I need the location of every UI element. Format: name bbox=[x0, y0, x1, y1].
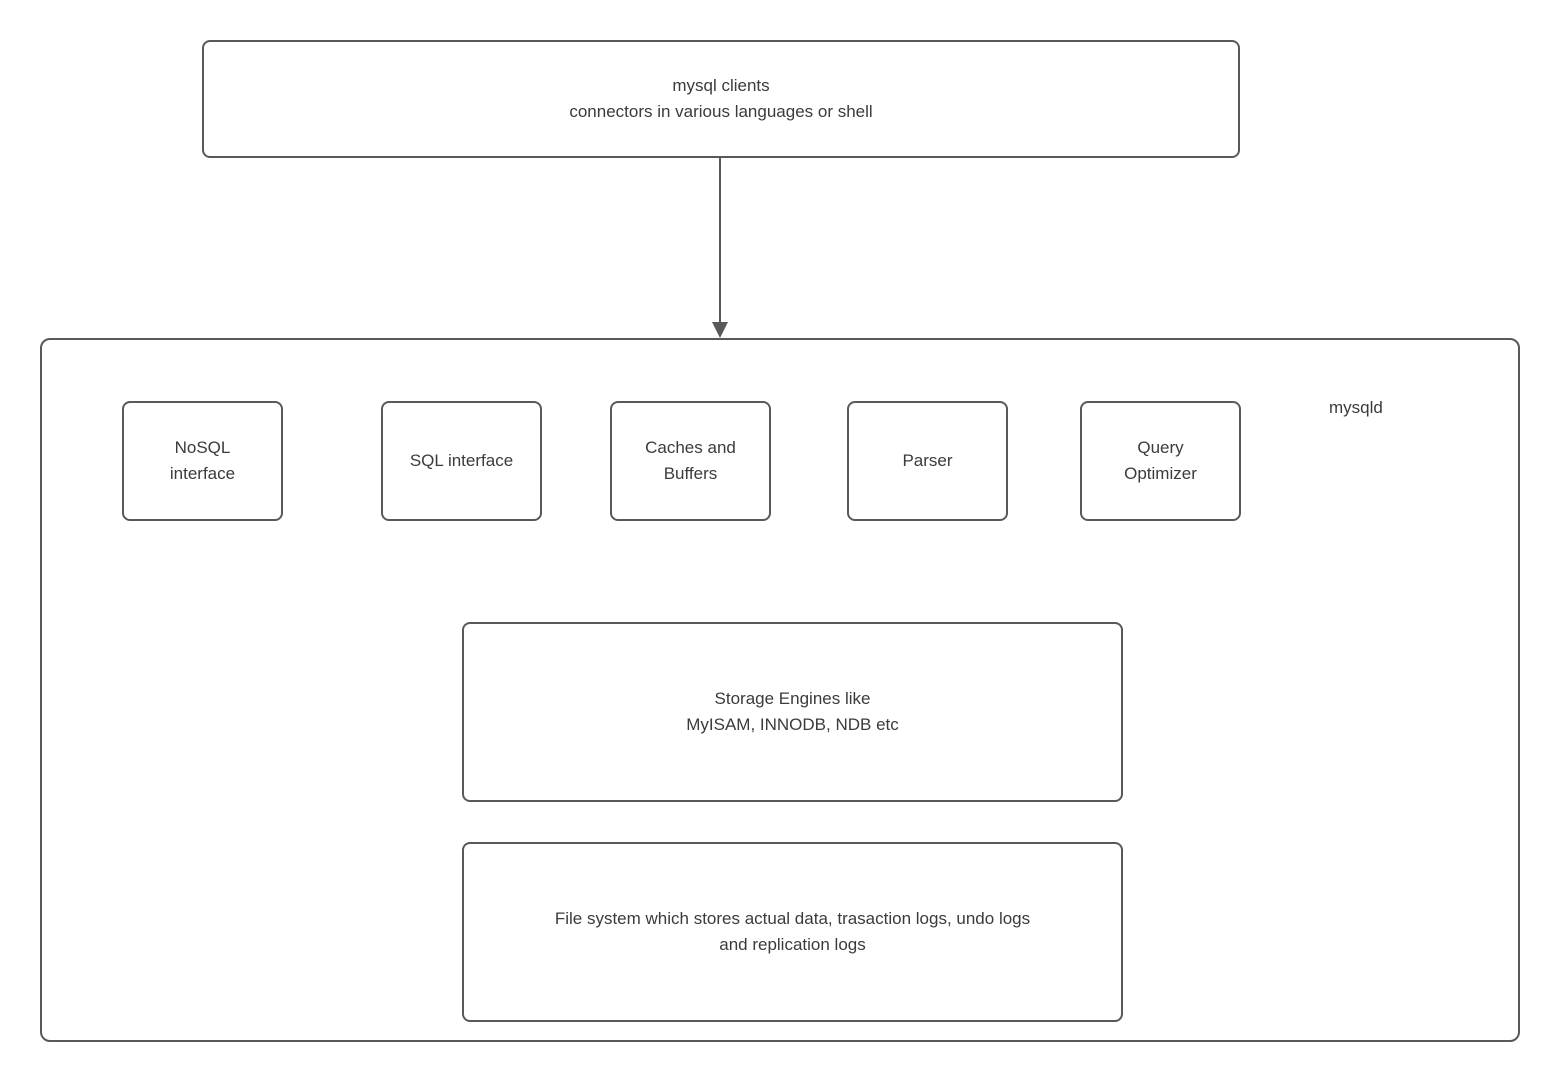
node-file-system-label: File system which stores actual data, tr… bbox=[554, 908, 1031, 954]
node-file-system: File system which stores actual data, tr… bbox=[462, 842, 1123, 1022]
container-mysqld-label: mysqld bbox=[1329, 398, 1383, 417]
node-mysql-clients-label: mysql clients connectors in various lang… bbox=[569, 75, 873, 121]
node-nosql-interface-label: NoSQL interface bbox=[169, 437, 236, 483]
node-mysql-clients: mysql clients connectors in various lang… bbox=[202, 40, 1240, 158]
connector-line bbox=[719, 158, 721, 324]
connector-arrowhead-icon bbox=[712, 322, 728, 338]
node-parser-label: Parser bbox=[902, 450, 953, 470]
node-storage-engines: Storage Engines like MyISAM, INNODB, NDB… bbox=[462, 622, 1123, 802]
node-sql-interface-label: SQL interface bbox=[409, 450, 514, 470]
node-query-optimizer: Query Optimizer bbox=[1080, 401, 1241, 521]
node-caches-and-buffers-label: Caches and Buffers bbox=[645, 437, 736, 483]
node-sql-interface: SQL interface bbox=[381, 401, 542, 521]
node-caches-and-buffers: Caches and Buffers bbox=[610, 401, 771, 521]
node-nosql-interface: NoSQL interface bbox=[122, 401, 283, 521]
node-query-optimizer-label: Query Optimizer bbox=[1124, 437, 1197, 483]
container-mysqld: mysqld NoSQL interface SQL interface Cac… bbox=[40, 338, 1520, 1042]
node-storage-engines-label: Storage Engines like MyISAM, INNODB, NDB… bbox=[686, 688, 899, 734]
node-parser: Parser bbox=[847, 401, 1008, 521]
